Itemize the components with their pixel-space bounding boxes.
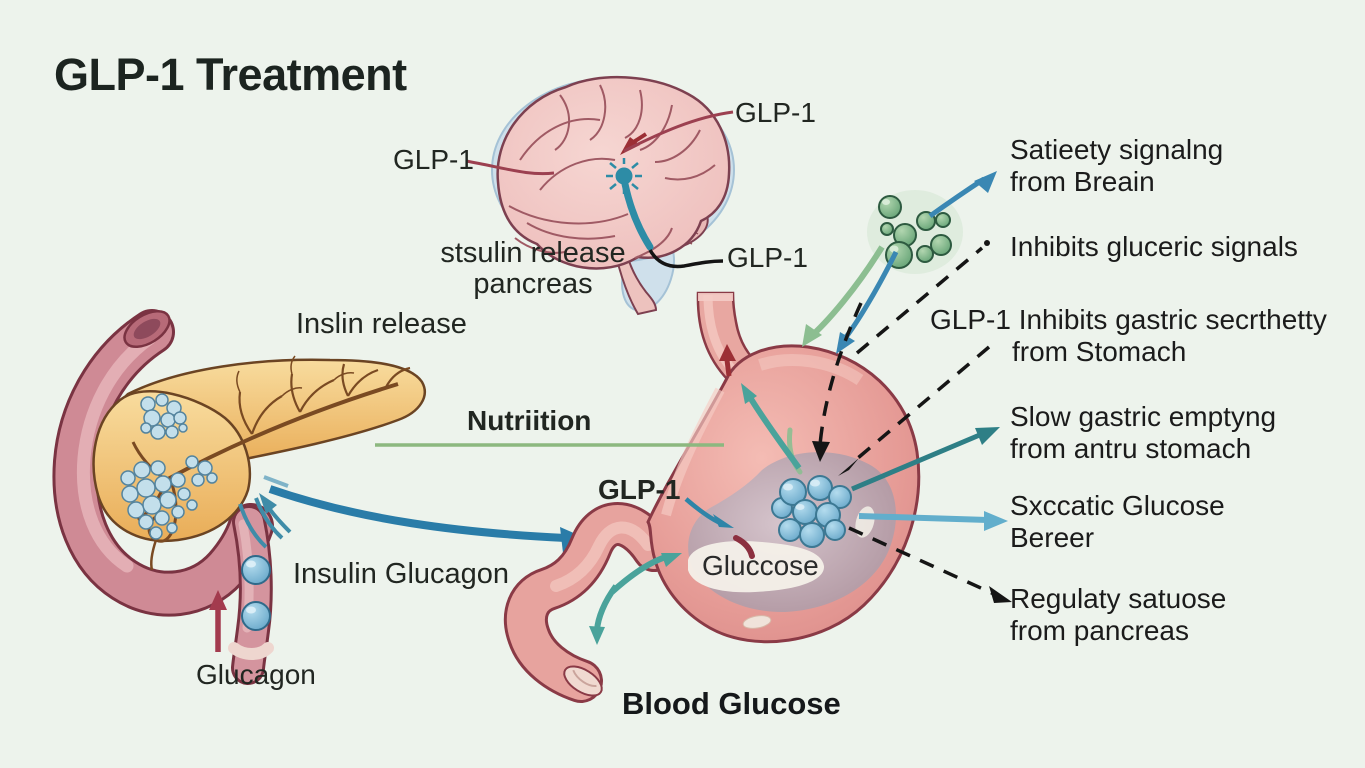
glp1-center-label: GLP-1 xyxy=(598,474,681,505)
glucose-molecule-cluster xyxy=(771,475,852,548)
effect-label-satiety: Satieety signalng from Breain xyxy=(1010,134,1223,198)
stomach-pill-mark xyxy=(742,615,772,629)
effect-label-regulate: Regulaty satuose from pancreas xyxy=(1010,583,1226,647)
vessel-to-pancreas-arrows xyxy=(238,475,292,549)
esophagus-reflux-teal-arrow xyxy=(741,383,802,470)
effect-label-glucose-barrier: Sxccatic Glucose Bereer xyxy=(1010,490,1225,554)
pancreas-illustration xyxy=(52,309,426,685)
duodenum-down-teal-arrow xyxy=(589,584,619,645)
satiety-signal-cluster xyxy=(867,190,963,274)
effect-secretion-line2: from Stomach xyxy=(1012,336,1187,367)
effect-regulate-line1: Regulaty satuose xyxy=(1010,583,1227,614)
effect-label-gastric-secretion: GLP-1 Inhibits gastric secrthetty from S… xyxy=(930,304,1327,368)
stomach-illustration xyxy=(503,291,921,703)
regulate-dashed-line xyxy=(848,526,995,596)
brain-caption-line2: pancreas xyxy=(473,268,593,300)
stomach-glucose-label: Gluccose xyxy=(702,550,819,581)
curved-dashed-into-stomach xyxy=(818,302,863,446)
brain-caption: stsulin release pancreas xyxy=(400,238,666,300)
effect-secretion-line1: GLP-1 Inhibits gastric secrthetty xyxy=(930,304,1327,335)
duodenum-c-loop xyxy=(52,309,274,617)
slow-gastric-teal-arrow xyxy=(851,427,1000,492)
effect-label-gluceric: Inhibits gluceric signals xyxy=(1010,231,1298,263)
stomach-fold-mark xyxy=(733,535,755,559)
page-title: GLP-1 Treatment xyxy=(54,49,407,100)
cerebrum xyxy=(496,75,731,270)
satiety-arrow-to-label xyxy=(928,171,997,219)
effect-barrier-line1: Sxccatic Glucose xyxy=(1010,490,1225,521)
duodenum-exit xyxy=(503,502,676,703)
glp1-label-brainstem: GLP-1 xyxy=(727,242,808,273)
neuron-axon xyxy=(621,180,654,251)
gluceric-dashed-line xyxy=(855,246,984,355)
effect-gluceric-line1: Inhibits gluceric signals xyxy=(1010,231,1298,262)
brain-illustration xyxy=(465,75,735,316)
nutrition-label: Nutriition xyxy=(467,405,592,436)
pancreas-organ xyxy=(92,355,426,571)
effect-emptying-line1: Slow gastric emptyng xyxy=(1010,401,1277,432)
insulin-release-label: Inslin release xyxy=(296,308,467,340)
duodenum-opening xyxy=(123,309,171,349)
glp1-brainstem-pointer-line xyxy=(648,249,724,269)
pancreas-to-stomach-arrow xyxy=(268,485,592,553)
blood-glucose-label: Blood Glucose xyxy=(622,686,841,721)
effect-satiety-line1: Satieety signalng xyxy=(1010,134,1224,165)
islet-clusters xyxy=(120,393,218,540)
glp1-left-pointer-line xyxy=(465,159,555,176)
glucose-label-blob xyxy=(688,540,825,593)
insulin-glucagon-label: Insulin Glucagon xyxy=(293,558,510,590)
glucose-barrier-lightblue-arrow xyxy=(858,511,1008,531)
cluster-to-stomach-green-arrow xyxy=(802,245,885,347)
dashed-effect-lines xyxy=(818,246,995,596)
effect-emptying-line2: from antru stomach xyxy=(1010,433,1252,464)
vessel-hormone-dots xyxy=(241,555,271,631)
glp1-label-brain-top-right: GLP-1 xyxy=(735,97,816,128)
duodenum-cut-end xyxy=(563,665,603,697)
effect-satiety-line2: from Breain xyxy=(1010,166,1155,197)
glp1-center-arrow xyxy=(684,497,734,528)
vessel-cut-band xyxy=(228,642,274,660)
glp1-label-brain-left: GLP-1 xyxy=(393,144,474,175)
effect-barrier-line2: Bereer xyxy=(1010,522,1095,553)
brain-neuron-icon xyxy=(606,158,654,251)
esophagus-red-arrow xyxy=(719,344,736,377)
glucagon-label: Glucagon xyxy=(196,659,316,690)
secretion-dashed-line xyxy=(850,345,991,465)
effect-regulate-line2: from pancreas xyxy=(1010,615,1189,646)
glucagon-arrow xyxy=(209,590,227,652)
effect-label-gastric-emptying: Slow gastric emptyng from antru stomach xyxy=(1010,401,1276,465)
glp1-topright-pointer-line xyxy=(623,110,734,153)
brain-caption-line1: stsulin release xyxy=(440,237,626,269)
